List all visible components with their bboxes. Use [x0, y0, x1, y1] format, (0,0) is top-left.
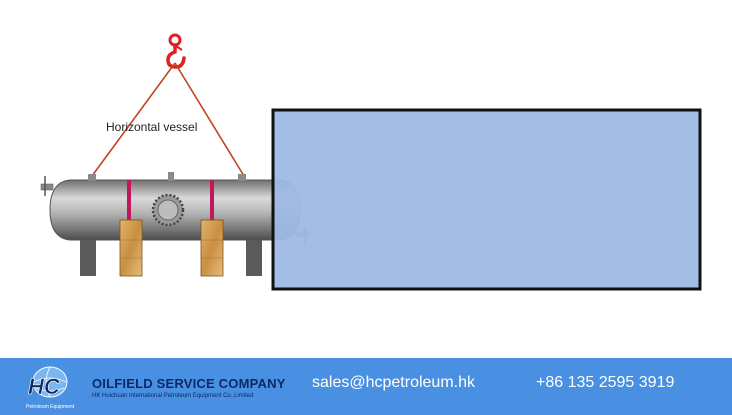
- company-logo: HC Petroleum Equipment: [24, 364, 88, 410]
- lifting-slings: [91, 62, 245, 177]
- logo-caption: Petroleum Equipment: [26, 404, 75, 410]
- horizontal-vessel: [40, 172, 309, 246]
- shipping-container: [271, 108, 702, 291]
- globe-icon: HC Petroleum Equipment: [26, 366, 75, 410]
- crane-hook: [166, 33, 186, 69]
- vessel-label: Horizontal vessel: [106, 120, 198, 134]
- company-subtitle: HK Huichuan International Petroleum Equi…: [92, 393, 254, 399]
- lifting-diagram: Horizontal vessel: [40, 33, 702, 291]
- email-address[interactable]: sales@hcpetroleum.hk: [312, 374, 475, 391]
- wooden-saddles: [119, 219, 224, 277]
- phone-number[interactable]: +86 135 2595 3919: [536, 374, 675, 391]
- vessel-legs: [77, 228, 265, 276]
- lifting-diagram-svg: [40, 33, 702, 291]
- footer-bar: HC Petroleum Equipment OILFIELD SERVICE …: [0, 358, 732, 415]
- company-name: OILFIELD SERVICE COMPANY: [92, 376, 286, 391]
- logo-text: HC: [28, 374, 61, 399]
